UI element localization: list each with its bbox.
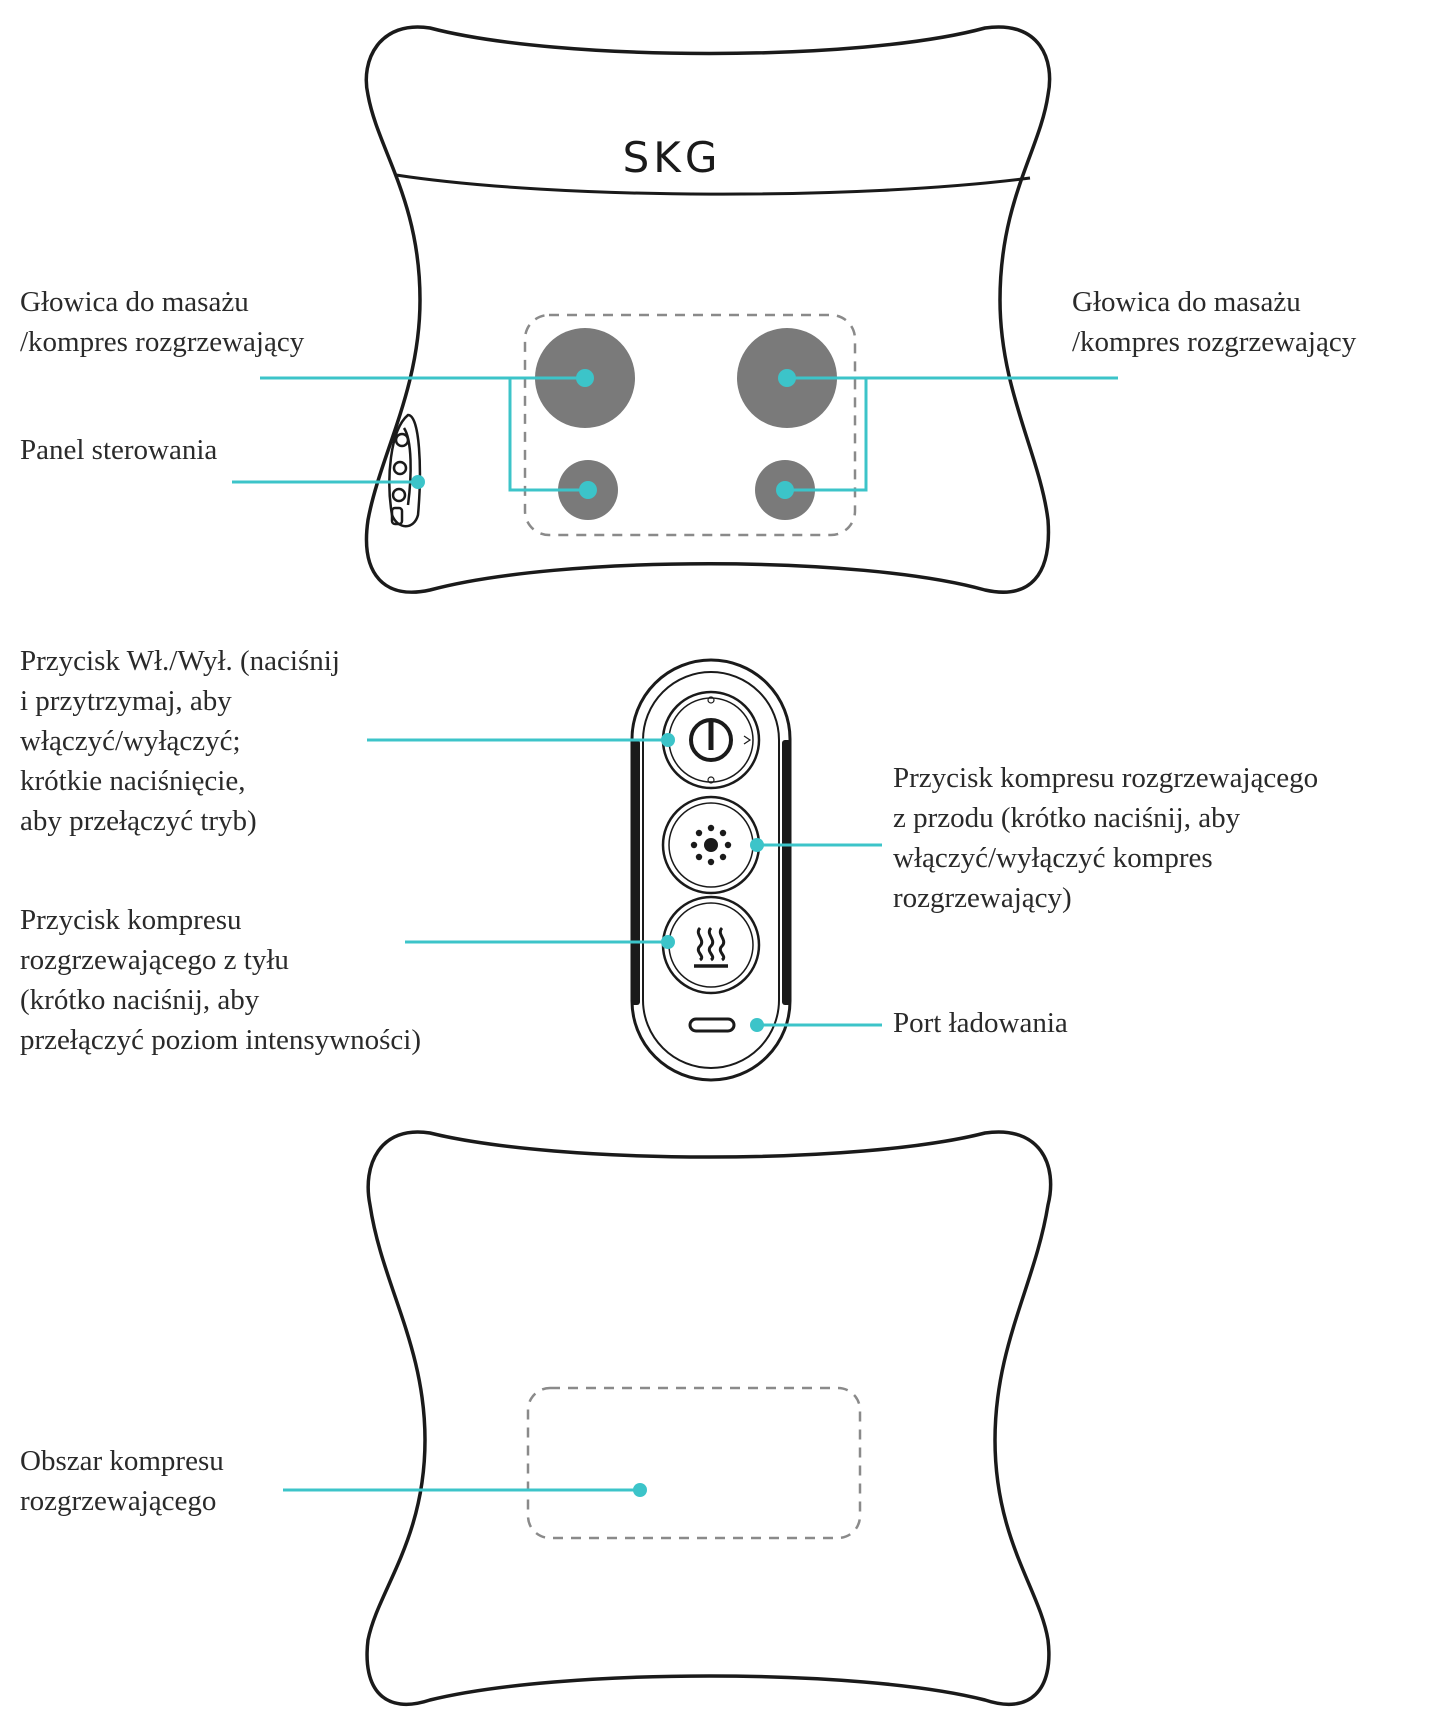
label-power-button: Przycisk Wł./Wył. (naciśnij i przytrzyma… xyxy=(20,641,340,841)
label-line: rozgrzewającego z tyłu xyxy=(20,944,289,976)
heat-waves-icon xyxy=(694,926,728,968)
side-control-panel xyxy=(388,413,422,528)
label-line: (krótko naciśnij, aby xyxy=(20,984,260,1016)
label-line: Przycisk kompresu xyxy=(20,904,242,936)
label-line: włączyć/wyłączyć kompres xyxy=(893,842,1213,874)
brand-logo: SKG xyxy=(623,133,722,182)
front-pillow-outline xyxy=(364,25,1052,594)
panel-side-strip-right xyxy=(782,740,791,1005)
label-charging-port: Port ładowania xyxy=(893,1003,1068,1043)
label-line: włączyć/wyłączyć; xyxy=(20,725,241,757)
front-heat-button-graphic xyxy=(661,795,761,895)
power-button-graphic xyxy=(661,690,761,790)
control-panel-detail xyxy=(630,658,792,1082)
leader-lines xyxy=(232,376,1118,1492)
back-heat-button-graphic xyxy=(661,895,761,995)
label-line: z przodu (krótko naciśnij, aby xyxy=(893,802,1241,834)
leader-dots xyxy=(411,369,796,1497)
label-line: Przycisk Wł./Wył. (naciśnij xyxy=(20,645,340,677)
panel-inner-outline xyxy=(642,671,780,1069)
label-line: Przycisk kompresu rozgrzewającego xyxy=(893,762,1319,794)
power-icon xyxy=(689,718,733,762)
usb-c-port-icon xyxy=(688,1017,736,1033)
label-heat-area: Obszar kompresu rozgrzewającego xyxy=(20,1441,224,1521)
back-view-device xyxy=(365,1130,1053,1706)
label-line: /kompres rozgrzewający xyxy=(1072,326,1357,358)
leader-massage-head-right-bracket xyxy=(785,378,868,492)
label-massage-head-left: Głowica do masażu /kompres rozgrzewający xyxy=(20,282,304,362)
label-line: i przytrzymaj, aby xyxy=(20,685,232,717)
label-line: Panel sterowania xyxy=(20,434,218,466)
label-line: Port ładowania xyxy=(893,1007,1068,1039)
label-line: Głowica do masażu xyxy=(1072,286,1301,318)
label-massage-head-right: Głowica do masażu /kompres rozgrzewający xyxy=(1072,282,1356,362)
label-back-heat-button: Przycisk kompresu rozgrzewającego z tyłu… xyxy=(20,900,421,1060)
label-line: /kompres rozgrzewający xyxy=(20,326,305,358)
label-line: krótkie naciśnięcie, xyxy=(20,765,246,797)
back-pillow-outline xyxy=(365,1130,1053,1706)
sun-icon xyxy=(690,824,732,866)
label-line: aby przełączyć tryb) xyxy=(20,805,257,837)
label-line: Obszar kompresu xyxy=(20,1445,224,1477)
leader-massage-head-left-bracket xyxy=(508,378,588,492)
massage-heads-area xyxy=(523,313,857,537)
label-line: Głowica do masażu xyxy=(20,286,249,318)
front-pillow-seam xyxy=(395,173,1031,196)
label-line: rozgrzewającego xyxy=(20,1485,217,1517)
label-line: rozgrzewający) xyxy=(893,882,1072,914)
panel-side-strip-left xyxy=(631,740,640,1005)
label-line: przełączyć poziom intensywności) xyxy=(20,1024,422,1056)
front-view-device: SKG xyxy=(364,25,1052,594)
heat-compress-area xyxy=(526,1386,862,1540)
label-control-panel: Panel sterowania xyxy=(20,430,217,470)
label-front-heat-button: Przycisk kompresu rozgrzewającego z przo… xyxy=(893,758,1318,918)
